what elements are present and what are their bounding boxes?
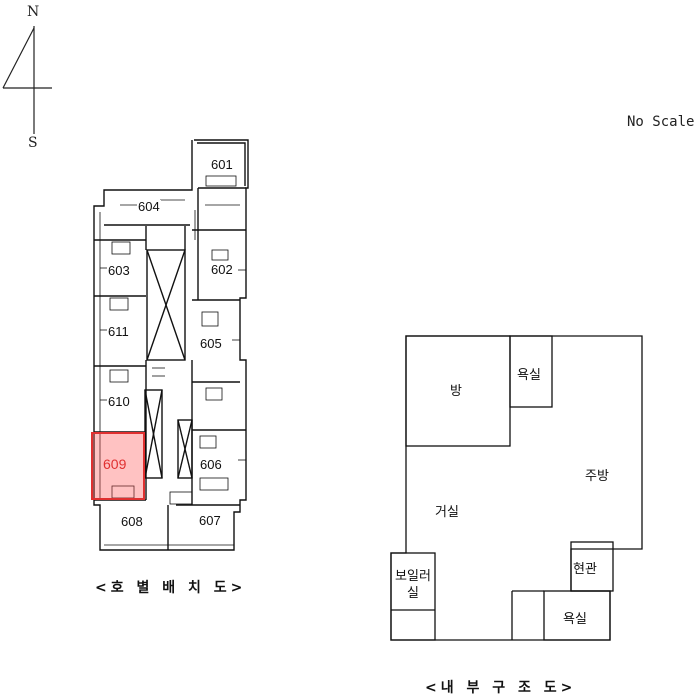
- unit-label: 608: [120, 514, 144, 529]
- unit-label: 602: [210, 262, 234, 277]
- interior-drawing: [390, 335, 643, 641]
- unit-label: 611: [107, 324, 130, 339]
- compass-north-label: N: [27, 4, 40, 20]
- unit-609-highlight: [91, 432, 145, 500]
- floor-plan: 601 604 603 602 611 605 610 609 606 608 …: [0, 0, 260, 560]
- compass-south-label: S: [28, 135, 38, 151]
- unit-label: 601: [210, 157, 234, 172]
- room-label: 욕실: [517, 368, 541, 383]
- north-arrow-icon: [2, 26, 52, 134]
- compass: N S: [0, 0, 60, 155]
- unit-label-highlighted: 609: [103, 456, 127, 472]
- room-label: 거실: [435, 505, 459, 520]
- floor-plan-caption: <호 별 배 치 도>: [95, 580, 247, 596]
- scale-note: No Scale: [627, 114, 695, 130]
- unit-label: 604: [137, 199, 161, 214]
- unit-label: 606: [199, 457, 223, 472]
- room-label: 보일러실: [395, 569, 431, 601]
- room-label: 주방: [585, 469, 609, 484]
- unit-label: 603: [107, 263, 131, 278]
- unit-label: 607: [198, 513, 222, 528]
- interior-layout: 방 욕실 주방 거실 보일러실 현관 욕실: [380, 320, 660, 650]
- floor-plan-drawing: [93, 139, 249, 551]
- room-label: 욕실: [563, 612, 587, 627]
- interior-caption: <내 부 구 조 도>: [425, 680, 577, 696]
- room-label: 현관: [573, 562, 597, 577]
- unit-label: 610: [107, 394, 131, 409]
- room-label: 방: [450, 384, 462, 399]
- unit-label: 605: [199, 336, 223, 351]
